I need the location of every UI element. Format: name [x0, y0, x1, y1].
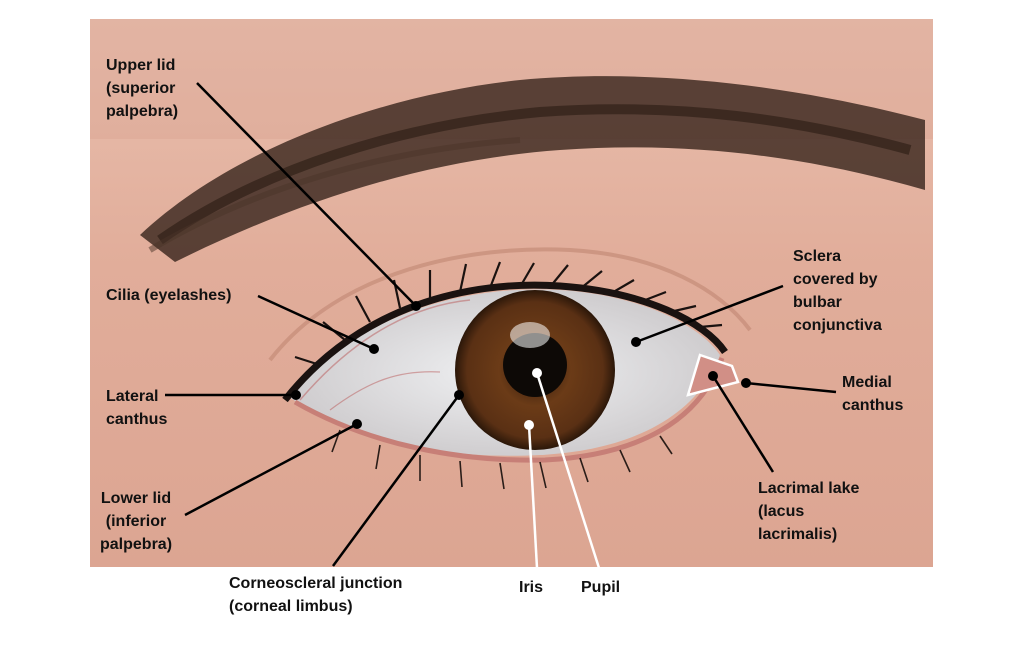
leader-dots [291, 301, 751, 430]
label-line: Medial [842, 374, 892, 391]
corneal-reflection [510, 322, 550, 348]
label-line: Pupil [581, 579, 621, 596]
lower-lashes [331, 429, 673, 490]
dot-cilia [369, 344, 379, 354]
eyeball [282, 261, 740, 490]
label-line: canthus [842, 397, 904, 414]
dot-medial-canthus [741, 378, 751, 388]
label-sclera: Sclera covered by bulbar conjunctiva [793, 245, 882, 337]
leader-lower-lid [184, 422, 358, 517]
label-line: (lacus [758, 503, 805, 520]
label-line: Lower lid [100, 490, 172, 507]
label-line: Cilia (eyelashes) [106, 287, 232, 304]
label-cilia: Cilia (eyelashes) [106, 284, 231, 307]
dot-lateral-canthus [291, 390, 301, 400]
leader-cilia [257, 294, 375, 351]
label-line: canthus [106, 411, 168, 428]
eyelid-crease [268, 247, 752, 362]
dot-sclera [631, 337, 641, 347]
leader-corneoscleral [331, 394, 461, 567]
label-line: (superior [106, 80, 176, 97]
dot-iris [524, 420, 534, 430]
label-corneoscleral-junction: Corneoscleral junction (corneal limbus) [229, 572, 402, 618]
label-line: Sclera [793, 248, 842, 265]
label-line: Lateral [106, 388, 159, 405]
leader-iris [527, 424, 539, 569]
leader-medial-canthus [745, 381, 837, 394]
leader-lines [165, 82, 837, 567]
label-lateral-canthus: Lateral canthus [106, 385, 167, 431]
dot-corneoscleral [454, 390, 464, 400]
leader-pupil [535, 372, 601, 569]
leader-lacrimal-lake [711, 375, 775, 473]
label-line: covered by [793, 271, 878, 288]
label-line: Iris [519, 579, 544, 596]
label-upper-lid: Upper lid (superior palpebra) [106, 54, 178, 123]
label-line: (corneal limbus) [229, 598, 353, 615]
upper-lid-margin [282, 281, 728, 403]
label-line: lacrimalis) [758, 526, 838, 543]
label-line: palpebra) [100, 536, 173, 553]
label-pupil: Pupil [581, 576, 620, 599]
label-lower-lid: Lower lid (inferior palpebra) [100, 487, 172, 556]
upper-lashes [294, 261, 723, 367]
label-line: bulbar [793, 294, 842, 311]
label-line: Corneoscleral junction [229, 575, 403, 592]
dot-pupil [532, 368, 542, 378]
pupil-disc [503, 333, 567, 397]
label-iris: Iris [519, 576, 543, 599]
label-medial-canthus: Medial canthus [842, 371, 903, 417]
eyebrow [140, 76, 925, 262]
dot-lower-lid [352, 419, 362, 429]
label-line: Lacrimal lake [758, 480, 860, 497]
lower-lid-margin [293, 357, 725, 463]
label-line: palpebra) [106, 103, 179, 120]
label-line: conjunctiva [793, 317, 882, 334]
dot-lacrimal-lake [708, 371, 718, 381]
label-lacrimal-lake: Lacrimal lake (lacus lacrimalis) [758, 477, 859, 546]
dot-upper-lid [411, 301, 421, 311]
label-line: (inferior [105, 513, 167, 530]
leader-sclera [635, 284, 784, 344]
leader-lines-light [527, 372, 601, 569]
leader-upper-lid [196, 82, 417, 307]
label-line: Upper lid [106, 57, 176, 74]
